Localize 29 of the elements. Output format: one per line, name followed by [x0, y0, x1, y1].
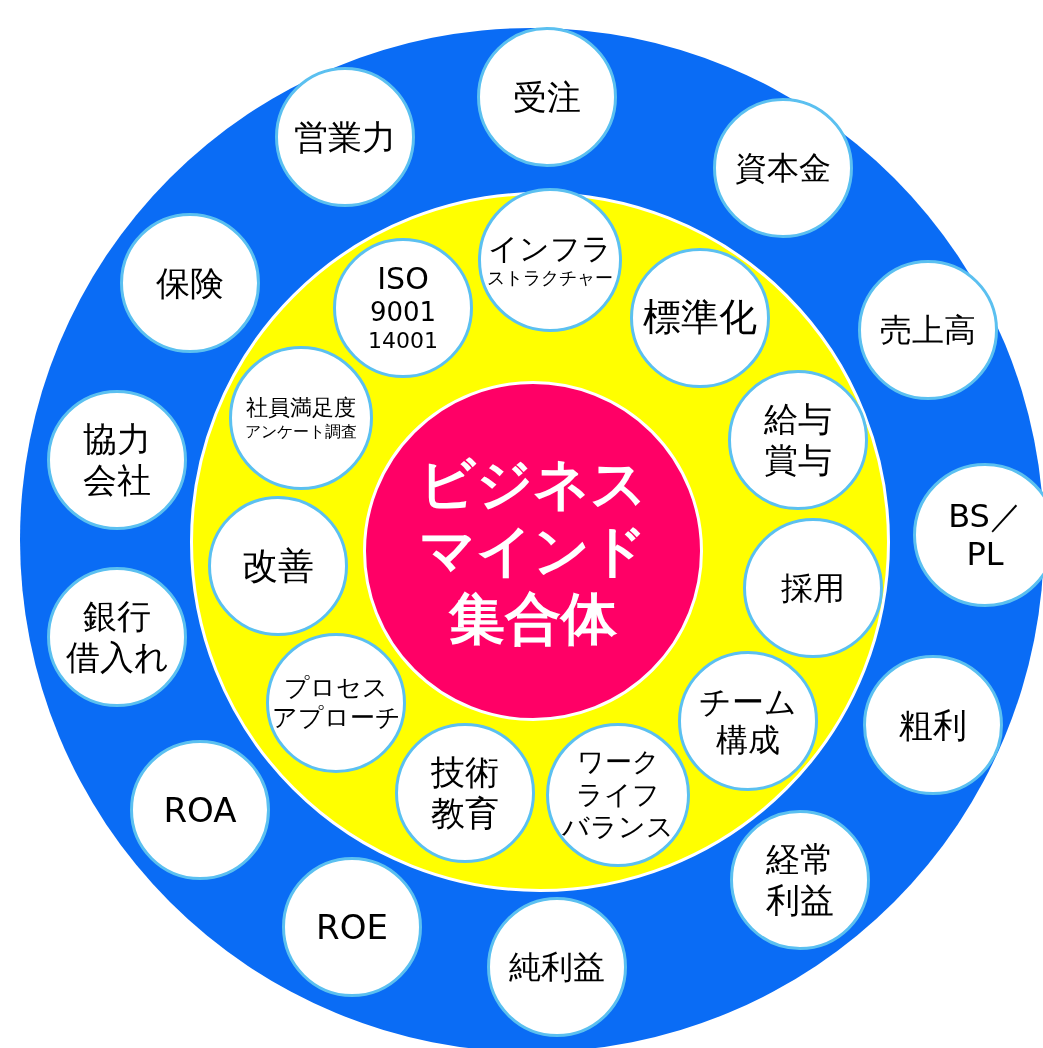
topic-label: プロセスアプローチ — [271, 673, 401, 733]
topic-label: 協力会社 — [83, 419, 151, 501]
topic-label: ストラクチャー — [487, 267, 613, 289]
topic-label: 受注 — [513, 76, 581, 118]
topic-label: ROA — [163, 789, 237, 831]
topic-label: 採用 — [781, 568, 845, 608]
topic-label: 給与賞与 — [764, 399, 832, 481]
topic-label: 粗利 — [899, 704, 967, 746]
topic-label: BS／PL — [948, 496, 1022, 574]
topic-label: ISO — [377, 261, 429, 298]
topic-label: チーム構成 — [699, 682, 797, 760]
topic-label: 14001 — [368, 328, 438, 355]
topic-label: 売上高 — [880, 310, 976, 350]
topic-label: 9001 — [369, 297, 437, 329]
topic-label: 経常利益 — [766, 839, 834, 921]
topic-label: 営業力 — [294, 116, 396, 158]
topic-label: インフラ — [488, 231, 612, 268]
topic-label: 資本金 — [735, 148, 831, 188]
topic-label: 社員満足度 — [246, 395, 356, 422]
topic-label: 銀行借入れ — [65, 596, 169, 678]
topic-label: ROE — [316, 906, 388, 948]
topic-label: 標準化 — [643, 295, 757, 341]
topic-label: アンケート調査 — [245, 421, 357, 441]
topic-label: ワークライフバランス — [562, 746, 674, 844]
center-title: ビジネスマインド集合体 — [419, 450, 647, 652]
topic-label: 保険 — [156, 262, 224, 304]
topic-label: 改善 — [242, 544, 314, 588]
topic-label: 純利益 — [509, 947, 605, 987]
topic-label: 技術教育 — [431, 752, 499, 834]
